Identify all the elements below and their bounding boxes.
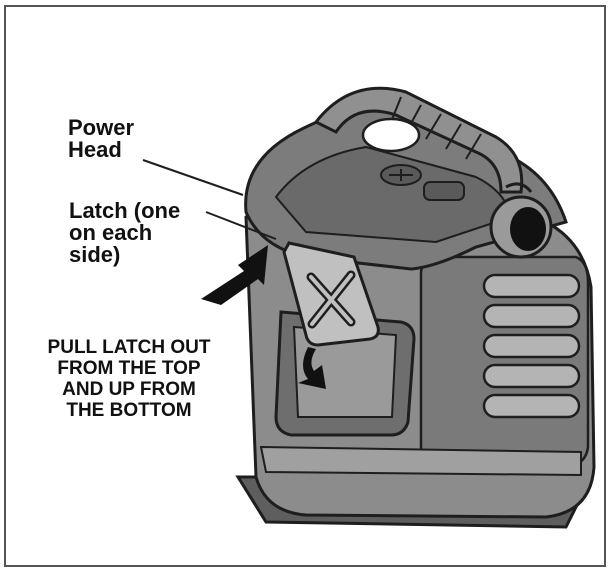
diagram-frame: Power Head Latch (one on each side) PULL… xyxy=(4,5,606,567)
bottom-trim xyxy=(259,445,582,477)
instruction-line: AND UP FROM xyxy=(62,379,196,400)
latch-leader xyxy=(205,211,277,240)
latch-callout-line: Latch (one xyxy=(69,198,181,223)
pull-out-arrow xyxy=(201,245,268,305)
vent-slots xyxy=(482,273,581,419)
power-head-leader xyxy=(142,159,244,196)
instruction-line: PULL LATCH OUT xyxy=(47,337,211,358)
power-head-callout-line: Head xyxy=(68,137,122,162)
power-head-callout: Power Head xyxy=(68,117,134,161)
instruction-line: FROM THE TOP xyxy=(57,358,201,379)
instruction-line: THE BOTTOM xyxy=(66,400,192,421)
latch-callout-line: on each xyxy=(69,220,153,245)
power-head-callout-line: Power xyxy=(68,115,135,140)
latch-callout-line: side) xyxy=(69,242,121,267)
pull-up-arrow xyxy=(298,347,326,389)
power-switch xyxy=(423,181,465,201)
latch-callout: Latch (one on each side) xyxy=(69,200,180,266)
latch-instruction: PULL LATCH OUT FROM THE TOP AND UP FROM … xyxy=(14,337,244,421)
vacuum-illustration xyxy=(142,86,596,529)
